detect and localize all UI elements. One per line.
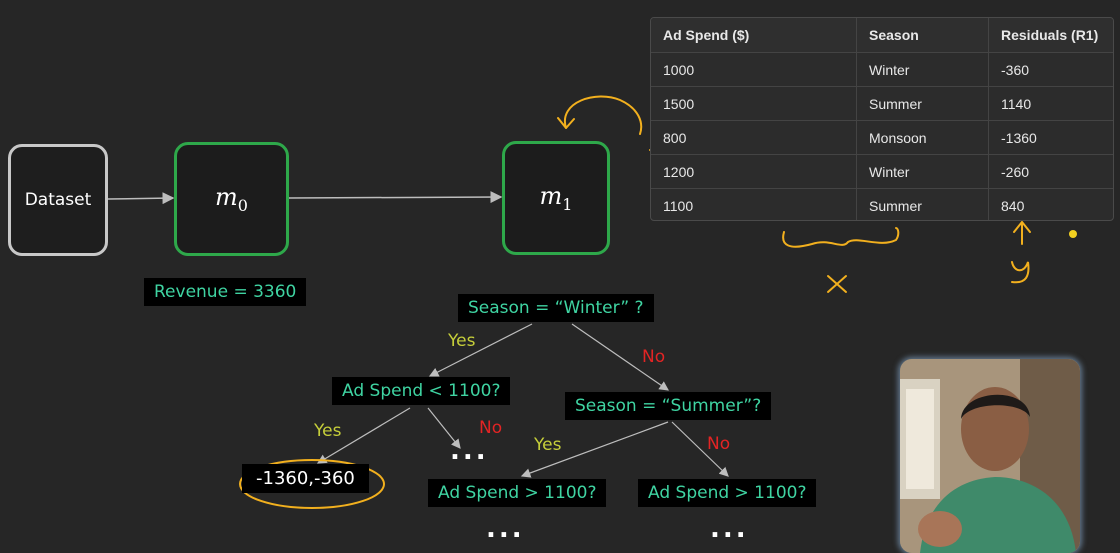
cell-residual: -1360 <box>988 120 1113 155</box>
model-m1-node: m1 <box>502 141 610 255</box>
cell-ad-spend: 1500 <box>651 86 857 121</box>
tree-rl-node: Ad Spend > 1100? <box>428 479 607 507</box>
cell-residual: -260 <box>988 154 1113 189</box>
presenter-image <box>900 359 1080 553</box>
revenue-label: Revenue = 3360 <box>144 278 307 306</box>
edge-root-left <box>428 323 533 377</box>
edge-dataset-m0 <box>107 192 175 205</box>
cell-season: Summer <box>856 86 989 121</box>
edge-m0-m1 <box>288 191 503 204</box>
header-ad-spend: Ad Spend ($) <box>651 18 857 53</box>
table-row: 1200 Winter -260 <box>651 154 1113 189</box>
edge-label-yes-left: Yes <box>314 421 342 441</box>
tree-ellipsis-left: ... <box>450 436 489 466</box>
dataset-label: Dataset <box>24 190 92 210</box>
cell-ad-spend: 1100 <box>651 188 857 220</box>
cell-residual: -360 <box>988 52 1113 87</box>
edge-label-no-root: No <box>642 347 666 367</box>
table-row: 1000 Winter -360 <box>651 52 1113 87</box>
edge-label-yes-right: Yes <box>534 435 562 455</box>
model-m0-node: m0 <box>174 142 289 256</box>
cell-season: Summer <box>856 188 989 220</box>
edge-label-yes-root: Yes <box>448 331 476 351</box>
edge-right-left <box>520 421 669 478</box>
table-row: 1500 Summer 1140 <box>651 86 1113 121</box>
cell-ad-spend: 1200 <box>651 154 857 189</box>
tree-ellipsis-rl: ... <box>486 514 525 544</box>
cell-residual: 840 <box>1001 197 1025 214</box>
model-m1-label: m1 <box>539 182 573 214</box>
edge-left-dots <box>427 407 461 449</box>
tree-rr-node: Ad Spend > 1100? <box>638 479 817 507</box>
tree-leaf-residuals: -1360,-360 <box>242 464 369 493</box>
table-row: 800 Monsoon -1360 <box>651 120 1113 155</box>
edge-label-no-left: No <box>479 418 503 438</box>
cell-ad-spend: 1000 <box>651 52 857 87</box>
model-m0-label: m0 <box>215 183 248 215</box>
cell-ad-spend: 800 <box>651 120 857 155</box>
header-residuals: Residuals (R1) <box>988 18 1113 53</box>
edge-root-right <box>571 323 669 391</box>
residuals-table: Ad Spend ($) Season Residuals (R1) 1000 … <box>650 17 1114 221</box>
edge-label-no-right: No <box>707 434 731 454</box>
tree-left-split-node: Ad Spend < 1100? <box>332 377 511 405</box>
edge-right-right <box>671 421 729 477</box>
tree-ellipsis-rr: ... <box>710 514 749 544</box>
cell-season: Winter <box>856 52 989 87</box>
cell-season: Winter <box>856 154 989 189</box>
edge-left-leaf <box>316 407 411 464</box>
cell-season: Monsoon <box>856 120 989 155</box>
cell-residual: 1140 <box>988 86 1113 121</box>
tree-root-node: Season = “Winter” ? <box>458 294 654 322</box>
dataset-node: Dataset <box>8 144 108 256</box>
header-season: Season <box>856 18 989 53</box>
presenter-webcam <box>900 359 1080 553</box>
tree-right-split-node: Season = “Summer”? <box>565 392 772 420</box>
table-row: 1100 Summer 840 <box>651 188 1113 220</box>
table-header-row: Ad Spend ($) Season Residuals (R1) <box>651 18 1113 53</box>
pen-dot <box>1069 230 1077 238</box>
